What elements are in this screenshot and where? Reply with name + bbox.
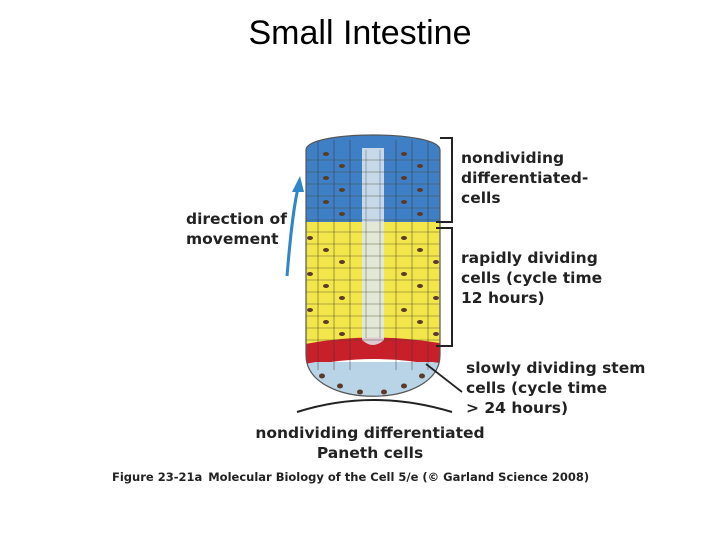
direction-of-movement-label: direction of movement bbox=[186, 210, 287, 248]
figure-caption: Figure 23-21a Molecular Biology of the Ce… bbox=[112, 470, 589, 484]
intestinal-crypt bbox=[306, 135, 440, 397]
stem-cells-label: slowly dividing stem cells (cycle time >… bbox=[466, 359, 646, 417]
rapidly-dividing-bracket bbox=[436, 227, 453, 347]
nondividing-cells-label: nondividing differentiated- cells bbox=[461, 149, 589, 207]
figure-source: Molecular Biology of the Cell 5/e (© Gar… bbox=[208, 470, 590, 484]
nondividing-bracket bbox=[436, 137, 453, 223]
figure-number: Figure 23-21a bbox=[112, 470, 203, 484]
paneth-cells-label: nondividing differentiated Paneth cells bbox=[255, 424, 485, 462]
slide-title: Small Intestine bbox=[248, 14, 472, 52]
rapidly-dividing-cells-label: rapidly dividing cells (cycle time 12 ho… bbox=[461, 249, 603, 307]
stem-cell-pointer bbox=[425, 363, 463, 393]
movement-arrow bbox=[285, 176, 304, 277]
paneth-arc bbox=[296, 399, 453, 413]
